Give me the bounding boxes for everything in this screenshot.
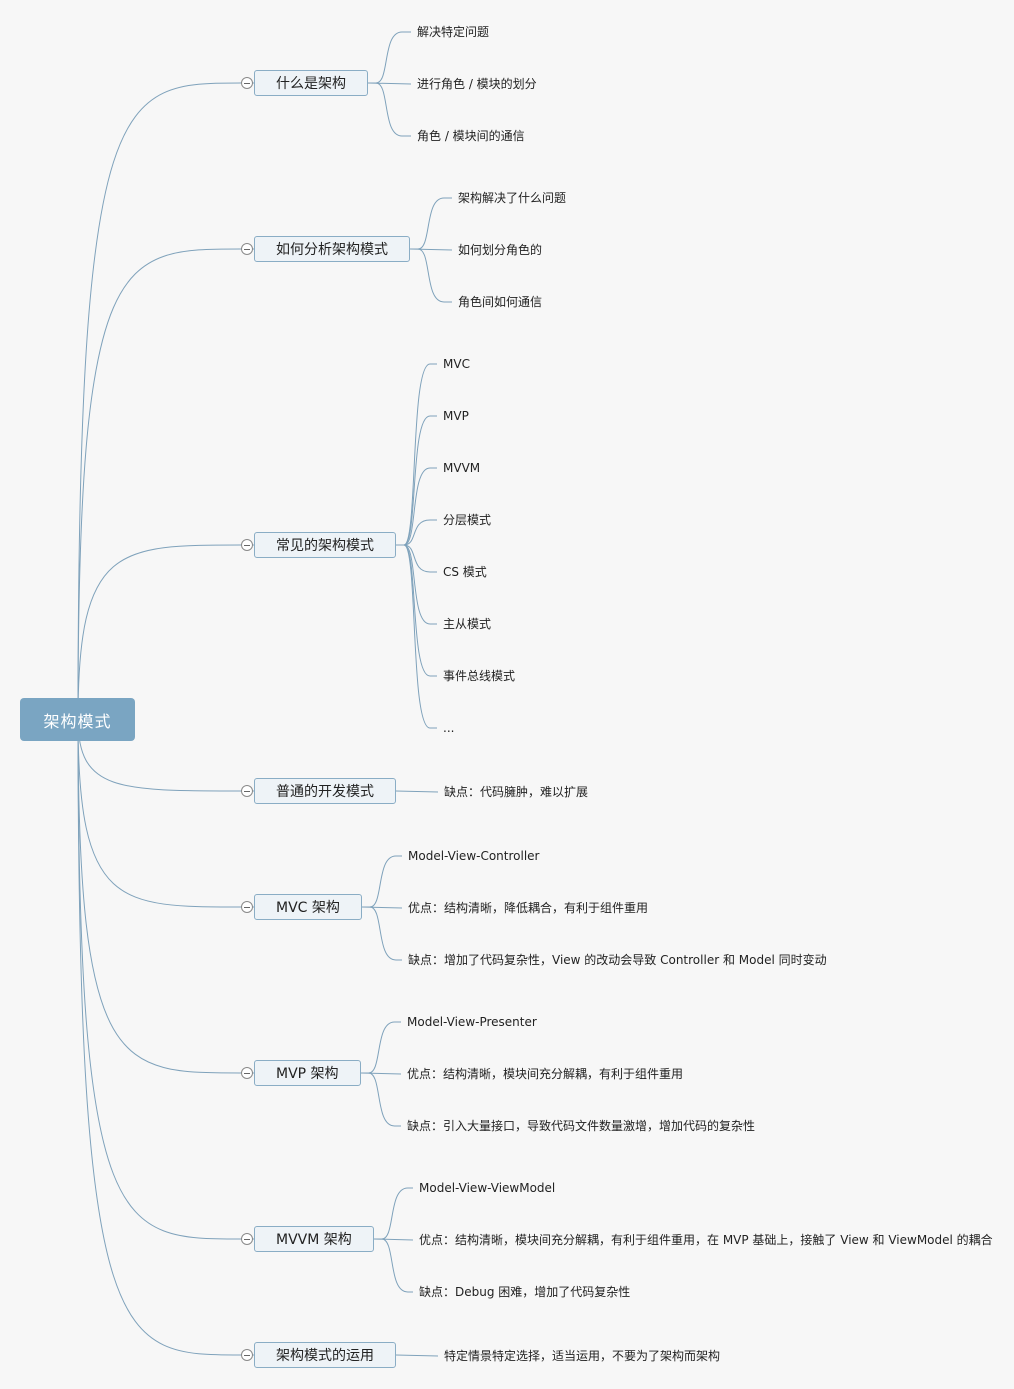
- leaf-topic[interactable]: 缺点：引入大量接口，导致代码文件数量激增，增加代码的复杂性: [407, 1119, 756, 1133]
- root-branch-connector: [77, 718, 254, 1074]
- leaf-topic[interactable]: 角色 / 模块间的通信: [417, 129, 525, 143]
- leaf-topic[interactable]: 进行角色 / 模块的划分: [417, 77, 537, 91]
- collapse-toggle-icon[interactable]: [241, 785, 253, 797]
- collapse-toggle-icon[interactable]: [241, 1349, 253, 1361]
- leaf-topic[interactable]: Model-View-Controller: [408, 849, 540, 863]
- branch-leaf-connector: [368, 82, 411, 137]
- branch-leaf-connector: [373, 1238, 413, 1293]
- collapse-toggle-icon[interactable]: [241, 1233, 253, 1245]
- branch-leaf-connector: [396, 363, 437, 546]
- branch-topic-common-patterns[interactable]: 常见的架构模式: [254, 532, 396, 558]
- collapse-toggle-icon[interactable]: [241, 539, 253, 551]
- leaf-topic[interactable]: 特定情景特定选择，适当运用，不要为了架构而架构: [444, 1349, 721, 1363]
- leaf-topic[interactable]: ...: [443, 721, 455, 735]
- branch-leaf-connector: [396, 544, 437, 573]
- leaf-topic[interactable]: 缺点：增加了代码复杂性，View 的改动会导致 Controller 和 Mod…: [408, 953, 827, 967]
- leaf-topic[interactable]: 解决特定问题: [417, 25, 490, 39]
- root-branch-connector: [77, 718, 254, 1240]
- branch-leaf-connector: [396, 544, 437, 677]
- leaf-topic[interactable]: Model-View-ViewModel: [419, 1181, 556, 1195]
- collapse-toggle-icon[interactable]: [241, 1067, 253, 1079]
- leaf-topic[interactable]: 如何划分角色的: [458, 243, 543, 257]
- leaf-topic[interactable]: CS 模式: [443, 565, 487, 579]
- branch-leaf-connector: [373, 1187, 413, 1240]
- leaf-topic[interactable]: 主从模式: [443, 617, 492, 631]
- leaf-topic[interactable]: 优点：结构清晰，降低耦合，有利于组件重用: [408, 901, 649, 915]
- root-branch-connector: [77, 718, 254, 908]
- leaf-topic[interactable]: MVVM: [443, 461, 481, 475]
- branch-leaf-connector: [361, 906, 402, 961]
- branch-leaf-connector: [396, 544, 437, 625]
- branch-topic-how-to-analyze[interactable]: 如何分析架构模式: [254, 236, 410, 262]
- branch-leaf-connector: [395, 790, 439, 793]
- leaf-topic[interactable]: 角色间如何通信: [458, 295, 543, 309]
- collapse-toggle-icon[interactable]: [241, 77, 253, 89]
- branch-leaf-connector: [368, 31, 411, 84]
- branch-leaf-connector: [396, 519, 437, 546]
- leaf-topic[interactable]: 架构解决了什么问题: [458, 191, 567, 205]
- leaf-topic[interactable]: 缺点：代码臃肿，难以扩展: [444, 785, 589, 799]
- leaf-topic[interactable]: 缺点：Debug 困难，增加了代码复杂性: [419, 1285, 631, 1299]
- branch-leaf-connector: [396, 467, 437, 546]
- branch-leaf-connector: [410, 248, 452, 303]
- branch-leaf-connector: [360, 1021, 401, 1074]
- leaf-topic[interactable]: 优点：结构清晰，模块间充分解耦，有利于组件重用: [407, 1067, 684, 1081]
- branch-topic-mvc[interactable]: MVC 架构: [254, 894, 362, 920]
- branch-leaf-connector: [360, 1072, 401, 1127]
- root-branch-connector: [77, 718, 254, 792]
- leaf-topic[interactable]: MVC: [443, 357, 470, 371]
- branch-leaf-connector: [396, 415, 437, 546]
- leaf-topic[interactable]: MVP: [443, 409, 469, 423]
- branch-leaf-connector: [396, 544, 437, 729]
- branch-topic-application[interactable]: 架构模式的运用: [254, 1342, 396, 1368]
- root-branch-connector: [77, 248, 254, 720]
- branch-leaf-connector: [395, 1354, 439, 1357]
- leaf-topic[interactable]: 事件总线模式: [443, 669, 516, 683]
- branch-topic-mvvm[interactable]: MVVM 架构: [254, 1226, 374, 1252]
- root-branch-connector: [77, 82, 254, 720]
- root-topic[interactable]: 架构模式: [20, 698, 135, 741]
- leaf-topic[interactable]: 优点：结构清晰，模块间充分解耦，有利于组件重用，在 MVP 基础上，接触了 Vi…: [419, 1233, 993, 1247]
- leaf-topic[interactable]: 分层模式: [443, 513, 492, 527]
- branch-leaf-connector: [410, 197, 452, 250]
- collapse-toggle-icon[interactable]: [241, 901, 253, 913]
- branch-leaf-connector: [361, 855, 402, 908]
- branch-topic-ordinary-dev[interactable]: 普通的开发模式: [254, 778, 396, 804]
- root-branch-connector: [77, 718, 254, 1356]
- root-branch-connector: [77, 544, 254, 720]
- branch-topic-mvp[interactable]: MVP 架构: [254, 1060, 361, 1086]
- branch-topic-what-is-architecture[interactable]: 什么是架构: [254, 70, 368, 96]
- collapse-toggle-icon[interactable]: [241, 243, 253, 255]
- leaf-topic[interactable]: Model-View-Presenter: [407, 1015, 537, 1029]
